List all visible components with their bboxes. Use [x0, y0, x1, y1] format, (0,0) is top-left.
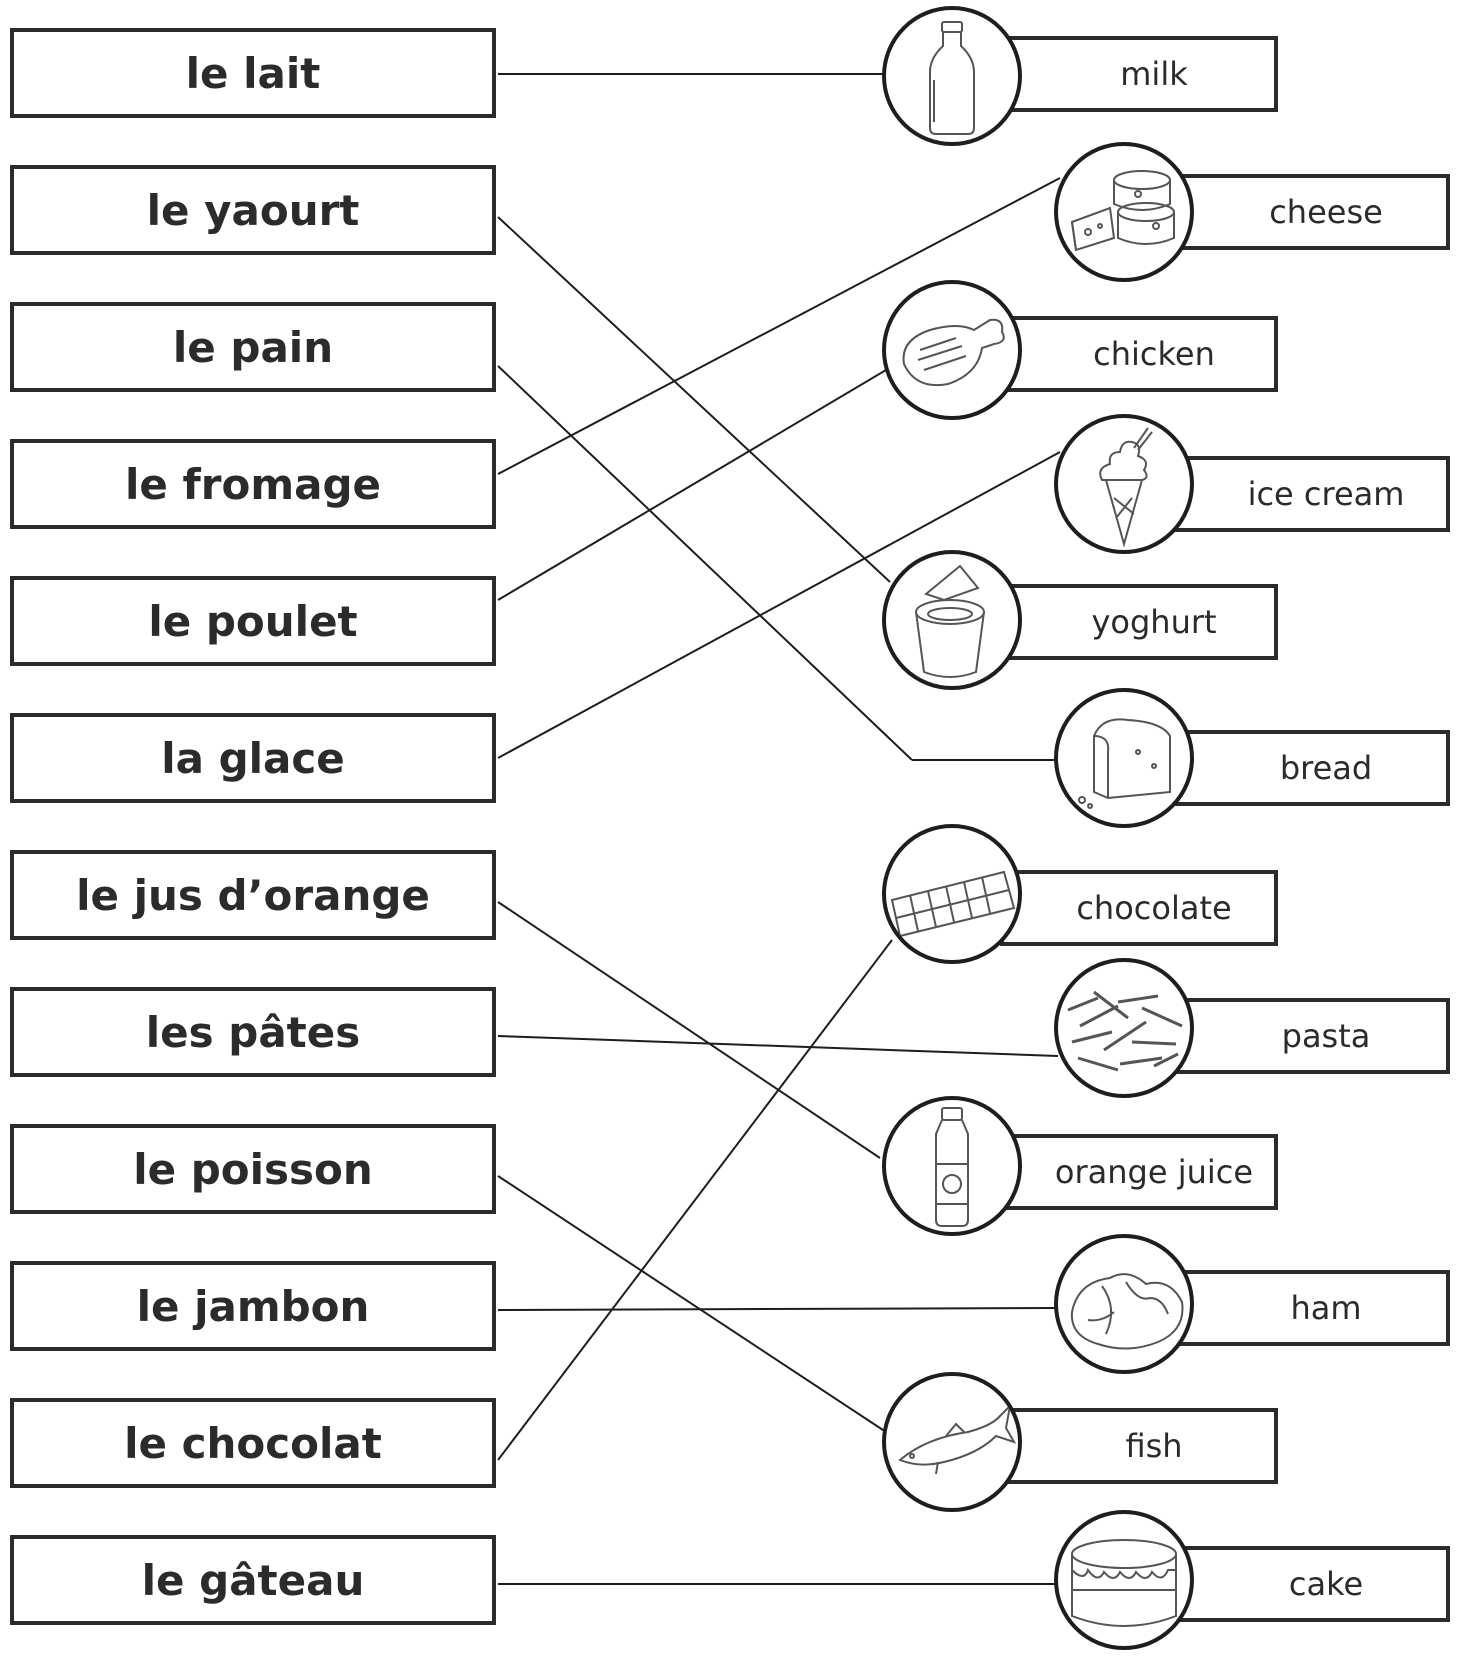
- chicken-leg-icon: [882, 280, 1022, 420]
- french-word-label: le poisson: [133, 1144, 373, 1194]
- french-word-box[interactable]: les pâtes: [10, 987, 496, 1077]
- milk-bottle-icon: [882, 6, 1022, 146]
- french-word-box[interactable]: le pain: [10, 302, 496, 392]
- french-word-label: les pâtes: [145, 1007, 361, 1057]
- french-word-box[interactable]: le fromage: [10, 439, 496, 529]
- fish-icon: [882, 1372, 1022, 1512]
- french-word-box[interactable]: la glace: [10, 713, 496, 803]
- french-word-label: le lait: [185, 48, 321, 98]
- match-line-fromage-cheese: [497, 177, 1061, 475]
- english-word-label: cake: [1288, 1565, 1364, 1603]
- cake-icon: [1054, 1510, 1194, 1650]
- ice-cream-icon: [1054, 414, 1194, 554]
- english-word-label: milk: [1120, 55, 1188, 93]
- english-word-box[interactable]: cake: [1170, 1546, 1450, 1622]
- english-word-box[interactable]: yoghurt: [1000, 584, 1278, 660]
- french-word-box[interactable]: le poulet: [10, 576, 496, 666]
- english-word-label: ice cream: [1247, 475, 1405, 513]
- match-line-chocolat-chocolate: [497, 939, 893, 1461]
- english-word-box[interactable]: cheese: [1170, 174, 1450, 250]
- french-word-box[interactable]: le yaourt: [10, 165, 496, 255]
- french-word-label: le jus d’orange: [76, 870, 430, 920]
- french-word-box[interactable]: le lait: [10, 28, 496, 118]
- english-word-label: bread: [1279, 749, 1373, 787]
- english-word-box[interactable]: chicken: [1000, 316, 1278, 392]
- english-word-box[interactable]: pasta: [1170, 998, 1450, 1074]
- match-line-yaourt-yoghurt: [497, 216, 891, 583]
- french-word-label: le jambon: [136, 1281, 370, 1331]
- chocolate-bar-icon: [882, 824, 1022, 964]
- english-word-box[interactable]: bread: [1170, 730, 1450, 806]
- french-word-label: le yaourt: [146, 185, 360, 235]
- english-word-box[interactable]: fish: [1000, 1408, 1278, 1484]
- french-word-box[interactable]: le poisson: [10, 1124, 496, 1214]
- pasta-icon: [1054, 958, 1194, 1098]
- french-word-label: le chocolat: [124, 1418, 382, 1468]
- english-word-label: chocolate: [1076, 889, 1232, 927]
- match-line-poulet-chicken: [497, 369, 887, 601]
- juice-bottle-icon: [882, 1096, 1022, 1236]
- english-word-label: ham: [1290, 1289, 1362, 1327]
- match-line-jambon-ham: [497, 1307, 1057, 1311]
- french-word-box[interactable]: le jus d’orange: [10, 850, 496, 940]
- english-word-label: orange juice: [1054, 1153, 1254, 1191]
- english-word-box[interactable]: ham: [1170, 1270, 1450, 1346]
- english-word-box[interactable]: chocolate: [1000, 870, 1278, 946]
- english-word-box[interactable]: orange juice: [1000, 1134, 1278, 1210]
- french-word-label: la glace: [161, 733, 345, 783]
- french-word-label: le pain: [172, 322, 334, 372]
- french-word-box[interactable]: le jambon: [10, 1261, 496, 1351]
- match-line-jus-orangejuice: [497, 901, 881, 1159]
- english-word-label: chicken: [1093, 335, 1215, 373]
- english-word-label: fish: [1125, 1427, 1183, 1465]
- match-line-pain-bread: [497, 365, 913, 761]
- french-word-label: le fromage: [125, 459, 381, 509]
- match-line-poisson-fish: [497, 1175, 887, 1433]
- english-word-box[interactable]: ice cream: [1170, 456, 1450, 532]
- ham-icon: [1054, 1234, 1194, 1374]
- english-word-label: pasta: [1281, 1017, 1371, 1055]
- match-line-pates-pasta: [497, 1035, 1059, 1057]
- french-word-label: le gâteau: [141, 1555, 365, 1605]
- bread-icon: [1054, 688, 1194, 828]
- english-word-label: cheese: [1269, 193, 1383, 231]
- french-word-label: le poulet: [148, 596, 358, 646]
- yoghurt-icon: [882, 550, 1022, 690]
- french-word-box[interactable]: le chocolat: [10, 1398, 496, 1488]
- english-word-box[interactable]: milk: [1000, 36, 1278, 112]
- english-word-label: yoghurt: [1091, 603, 1217, 641]
- match-line-glace-icecream: [497, 451, 1061, 759]
- french-word-box[interactable]: le gâteau: [10, 1535, 496, 1625]
- cheese-icon: [1054, 142, 1194, 282]
